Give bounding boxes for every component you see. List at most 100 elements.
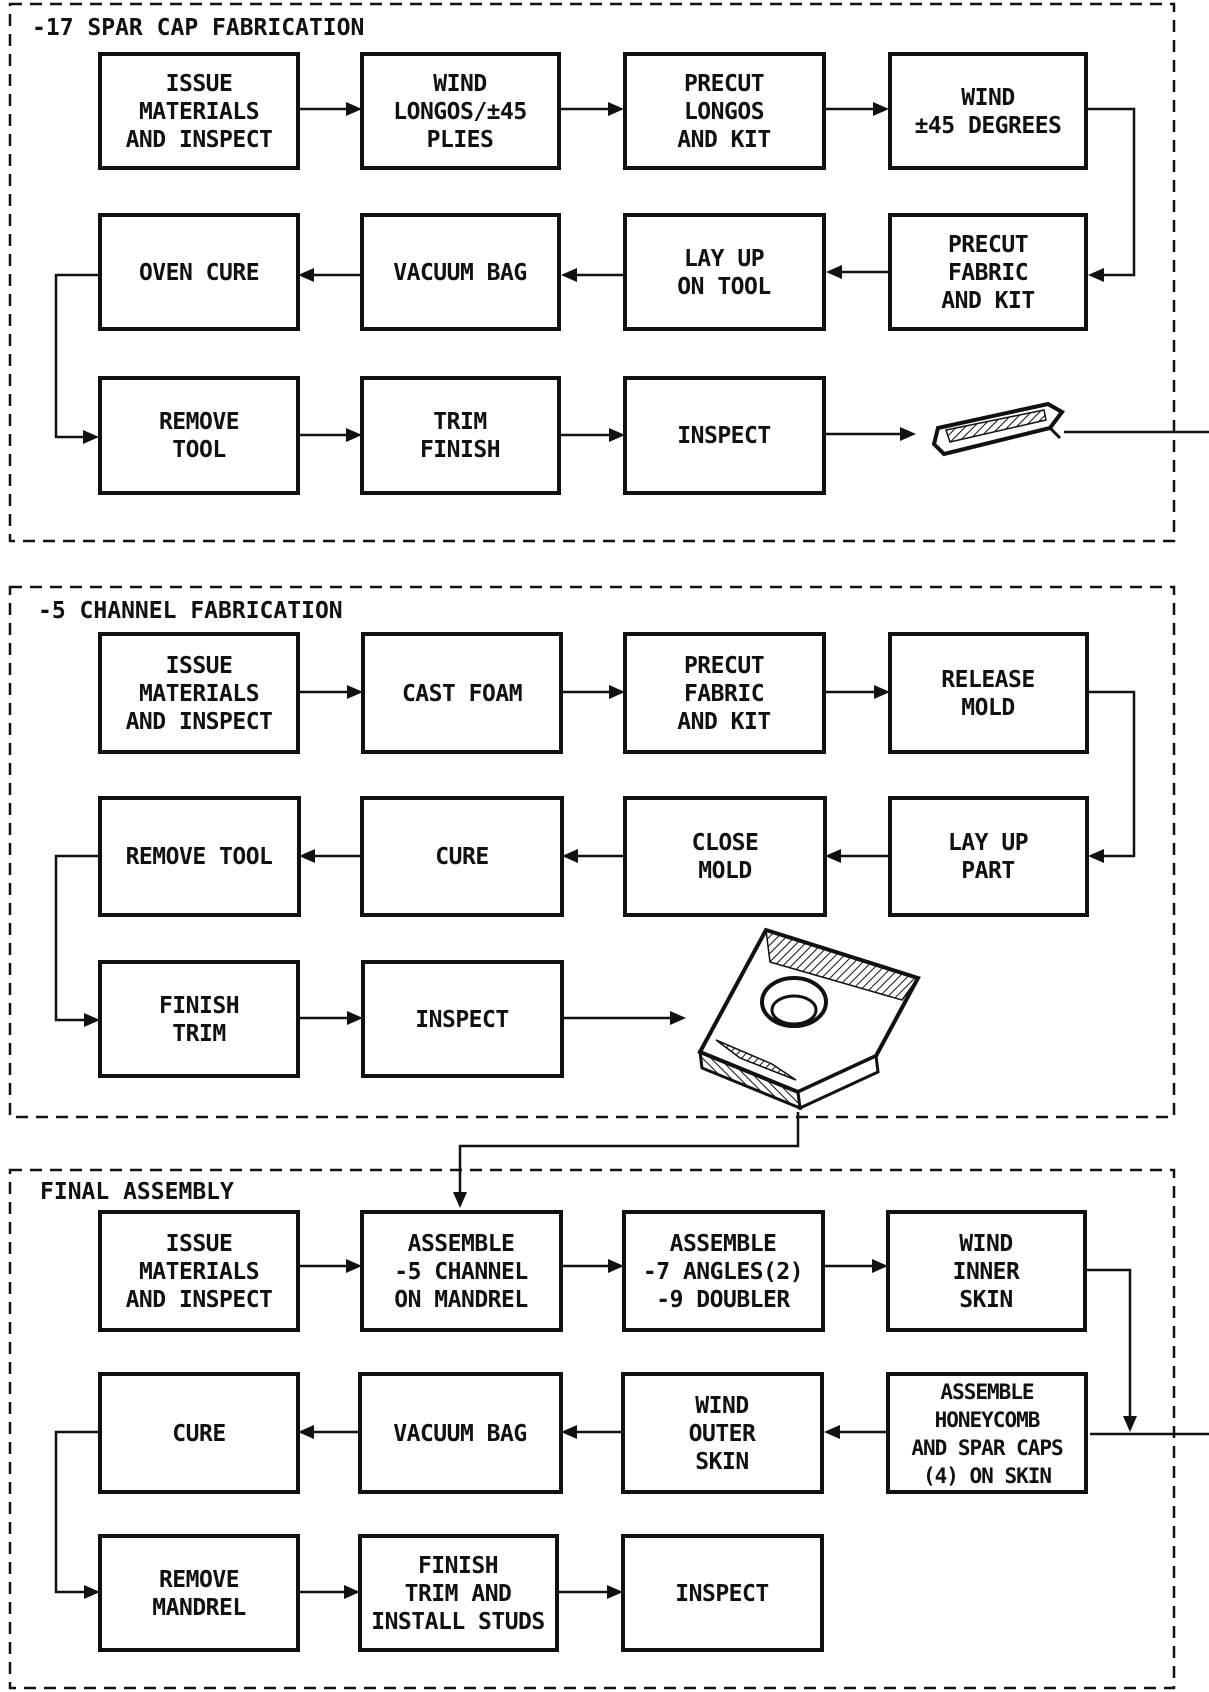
- step-label-line: AND SPAR CAPS: [911, 1436, 1063, 1460]
- step-label-line: TOOL: [172, 437, 225, 463]
- step-label-line: MOLD: [698, 858, 751, 884]
- step-label-line: REMOVE: [159, 409, 239, 435]
- section-title: -5 CHANNEL FABRICATION: [38, 598, 343, 624]
- step-label-line: SKIN: [959, 1287, 1012, 1313]
- spar-cap-part-icon: [931, 401, 1065, 457]
- step-label-line: RELEASE: [941, 667, 1034, 693]
- step-label-line: CLOSE: [692, 830, 759, 856]
- step-box: CURE: [360, 796, 564, 917]
- step-label-line: TRIM: [172, 1021, 225, 1047]
- step-label-line: -7 ANGLES(2): [643, 1259, 803, 1285]
- step-label-line: WIND: [961, 85, 1014, 111]
- step-label: CAST FOAM: [402, 681, 522, 707]
- step-label: INSPECT: [415, 1007, 508, 1033]
- step-label: OVEN CURE: [139, 260, 259, 286]
- step-box: ASSEMBLE-7 ANGLES(2)-9 DOUBLER: [622, 1210, 825, 1332]
- step-label-line: MANDREL: [152, 1595, 245, 1621]
- step-label: REMOVE TOOL: [126, 844, 273, 870]
- step-label-line: FABRIC: [684, 681, 764, 707]
- step-label-line: AND KIT: [677, 709, 770, 735]
- step-label-line: HONEYCOMB: [935, 1408, 1040, 1432]
- section-frame: [8, 585, 1176, 1119]
- step-label-line: WIND: [433, 71, 486, 97]
- step-label-line: ON MANDREL: [394, 1287, 527, 1313]
- step-label-line: PART: [961, 858, 1014, 884]
- step-box: WIND±45 DEGREES: [888, 52, 1088, 170]
- step-label-line: TRIM: [433, 409, 486, 435]
- step-label-line: ON TOOL: [677, 274, 770, 300]
- section-frame: [8, 1168, 1176, 1690]
- flow-connectors: [54, 102, 1209, 444]
- step-label-line: ISSUE: [166, 653, 233, 679]
- step-label-line: ISSUE: [166, 71, 233, 97]
- step-label: VACUUM BAG: [393, 1421, 526, 1447]
- step-box: INSPECT: [623, 376, 826, 495]
- step-label-line: OVEN CURE: [139, 260, 259, 286]
- step-label-line: INSTALL STUDS: [371, 1609, 545, 1635]
- step-label-line: INSPECT: [675, 1581, 768, 1607]
- channel-part-icon: [697, 927, 921, 1111]
- step-label-line: ±45 DEGREES: [915, 113, 1062, 139]
- step-label: CURE: [172, 1421, 225, 1447]
- step-label-line: MATERIALS: [139, 681, 259, 707]
- step-label-line: FINISH: [418, 1553, 498, 1579]
- step-label-line: CAST FOAM: [402, 681, 522, 707]
- step-box: VACUUM BAG: [360, 213, 561, 331]
- flow-connectors: [54, 685, 1136, 1027]
- channel-to-assembly-connector: [458, 1112, 800, 1192]
- step-label-line: PLIES: [427, 127, 494, 153]
- step-label: CURE: [435, 844, 488, 870]
- step-label-line: INNER: [953, 1259, 1020, 1285]
- step-label-line: VACUUM BAG: [393, 260, 526, 286]
- step-label-line: AND KIT: [941, 288, 1034, 314]
- step-label-line: ISSUE: [166, 1231, 233, 1257]
- step-label-line: LONGOS: [684, 99, 764, 125]
- section-title: FINAL ASSEMBLY: [40, 1179, 234, 1205]
- step-label-line: WIND: [959, 1231, 1012, 1257]
- step-label-line: -9 DOUBLER: [656, 1287, 790, 1313]
- step-label-line: PRECUT: [948, 232, 1028, 258]
- step-label-line: PRECUT: [684, 71, 764, 97]
- step-label-line: FABRIC: [948, 260, 1028, 286]
- step-label-line: AND INSPECT: [126, 709, 273, 735]
- step-box: VACUUM BAG: [358, 1372, 563, 1494]
- step-label-line: AND INSPECT: [126, 127, 273, 153]
- step-label-line: MATERIALS: [139, 99, 259, 125]
- step-label-line: LONGOS/±45: [393, 99, 526, 125]
- step-label-line: WIND: [695, 1393, 748, 1419]
- step-label-line: VACUUM BAG: [393, 1421, 526, 1447]
- step-label-line: ASSEMBLE: [940, 1380, 1034, 1404]
- step-box: CURE: [98, 1372, 300, 1494]
- step-label-line: FINISH: [159, 993, 239, 1019]
- step-label-line: LAY UP: [948, 830, 1028, 856]
